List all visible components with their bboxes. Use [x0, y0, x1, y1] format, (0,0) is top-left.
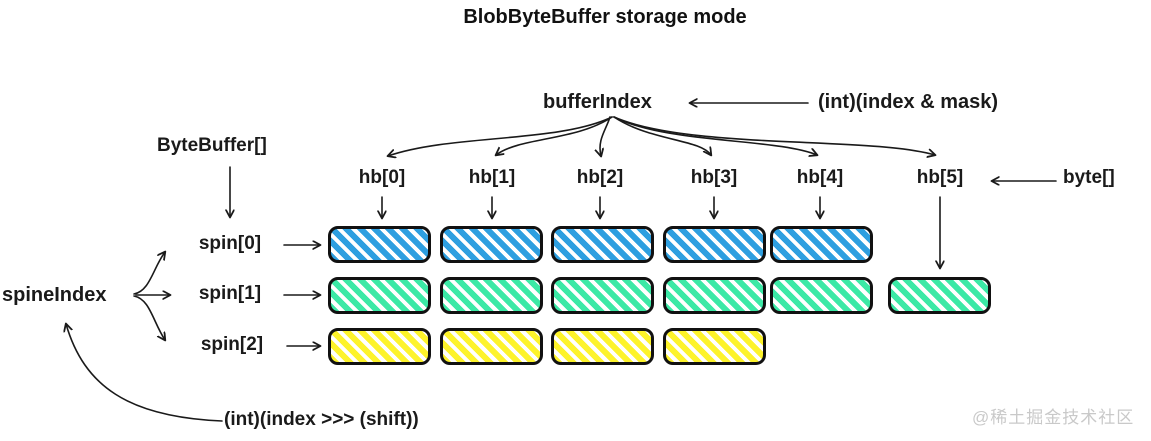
arrow-bufferindex-hb1 — [496, 116, 613, 155]
buffer-block-2-2 — [551, 328, 654, 365]
spin0-label: spin[0] — [198, 233, 262, 254]
hb4-label: hb[4] — [796, 167, 844, 188]
arrow-bufferindex-hb4 — [613, 116, 817, 155]
mask-formula-label: (int)(index & mask) — [818, 91, 999, 113]
buffer-block-1-5 — [888, 277, 991, 314]
hb5-label: hb[5] — [916, 167, 964, 188]
arrow-spineindex-spin0 — [133, 252, 165, 295]
buffer-block-1-1 — [440, 277, 543, 314]
buffer-block-1-0 — [328, 277, 431, 314]
hb1-label: hb[1] — [468, 167, 516, 188]
spin2-label: spin[2] — [200, 334, 264, 355]
buffer-block-0-3 — [663, 226, 766, 263]
arrow-bufferindex-hb3 — [613, 116, 711, 155]
arrow-bufferindex-hb2 — [600, 116, 611, 156]
buffer-block-0-0 — [328, 226, 431, 263]
arrow-bufferindex-hb5 — [613, 116, 935, 155]
buffer-block-1-4 — [770, 277, 873, 314]
page-title: BlobByteBuffer storage mode — [463, 6, 747, 28]
watermark: @稀土掘金技术社区 — [972, 408, 1135, 427]
buffer-block-2-1 — [440, 328, 543, 365]
spine-index-label: spineIndex — [2, 284, 107, 306]
buffer-block-0-4 — [770, 226, 873, 263]
byte-array-label: byte[] — [1063, 167, 1115, 188]
shift-formula-label: (int)(index >>> (shift)) — [224, 409, 419, 430]
hb2-label: hb[2] — [576, 167, 624, 188]
buffer-block-1-2 — [551, 277, 654, 314]
buffer-index-label: bufferIndex — [543, 91, 652, 113]
arrow-spineindex-spin2 — [133, 295, 165, 340]
buffer-block-2-3 — [663, 328, 766, 365]
buffer-block-0-1 — [440, 226, 543, 263]
buffer-block-2-0 — [328, 328, 431, 365]
arrow-bufferindex-hb0 — [388, 116, 613, 156]
buffer-block-1-3 — [663, 277, 766, 314]
hb3-label: hb[3] — [690, 167, 738, 188]
spin1-label: spin[1] — [198, 283, 262, 304]
buffer-block-0-2 — [551, 226, 654, 263]
hb0-label: hb[0] — [358, 167, 406, 188]
byte-buffer-array-label: ByteBuffer[] — [157, 135, 267, 156]
